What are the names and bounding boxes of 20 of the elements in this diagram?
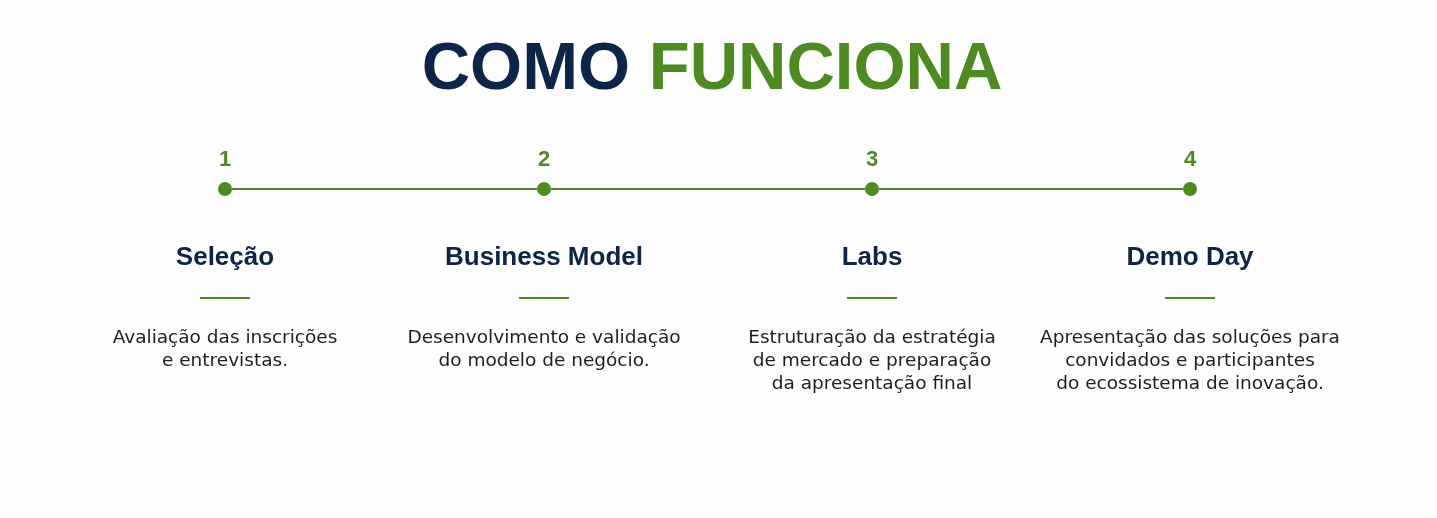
step-number: 2 — [536, 147, 552, 171]
timeline-dot — [537, 182, 551, 196]
step-heading: Demo Day — [1125, 241, 1255, 271]
timeline-dot — [865, 182, 879, 196]
step-heading: Labs — [840, 241, 904, 271]
step-number: 3 — [864, 147, 880, 171]
timeline-dot — [1183, 182, 1197, 196]
timeline-line — [878, 188, 1184, 190]
step-heading: Business Model — [444, 241, 644, 271]
timeline-dot — [218, 182, 232, 196]
step-description: Desenvolvimento e validação do modelo de negócio. — [406, 325, 682, 371]
step-description: Apresentação das soluções para convidados e participantes do ecossistema de inovação. — [1039, 325, 1341, 394]
timeline-line — [231, 188, 538, 190]
step-heading: Seleção — [174, 241, 276, 271]
step-description: Estruturação da estratégia de mercado e preparação da apresentação final — [747, 325, 997, 394]
timeline-line — [550, 188, 866, 190]
title: COMO FUNCIONA — [421, 27, 1003, 105]
step-number: 1 — [217, 147, 233, 171]
step-number: 4 — [1182, 147, 1198, 171]
step-description: Avaliação das inscrições e entrevistas. — [111, 325, 339, 371]
